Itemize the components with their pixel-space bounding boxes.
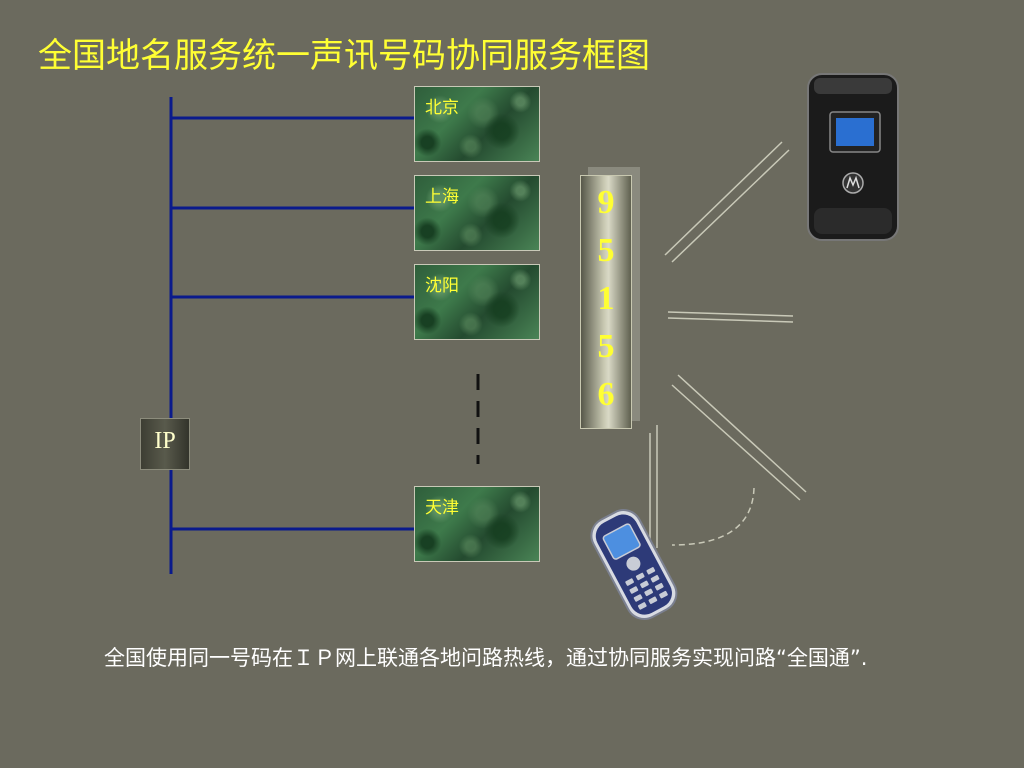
city-label: 北京 [425, 98, 459, 118]
ip-label: IP [154, 428, 176, 454]
mobile-phone-icon [590, 509, 678, 620]
city-label: 沈阳 [425, 276, 459, 296]
service-number-column: 9 5 1 5 6 [580, 175, 632, 429]
service-number-digit: 5 [597, 232, 615, 269]
city-box-shanghai: 上海 [414, 175, 540, 251]
service-number-digit: 9 [597, 184, 615, 221]
city-label: 天津 [425, 498, 459, 518]
description-text: 全国使用同一号码在ＩＰ网上联通各地问路热线，通过协同服务实现问路“全国通”. [104, 646, 868, 670]
ip-network-box: IP [140, 418, 190, 470]
service-number-digit: 1 [597, 280, 615, 317]
service-number-digit: 5 [597, 328, 615, 365]
city-label: 上海 [425, 187, 459, 207]
page-title: 全国地名服务统一声讯号码协同服务框图 [38, 36, 650, 76]
flip-phone-icon [807, 73, 899, 241]
city-box-shenyang: 沈阳 [414, 264, 540, 340]
city-box-tianjin: 天津 [414, 486, 540, 562]
city-box-beijing: 北京 [414, 86, 540, 162]
signal-lines [649, 141, 807, 555]
service-number-digit: 6 [597, 376, 615, 413]
